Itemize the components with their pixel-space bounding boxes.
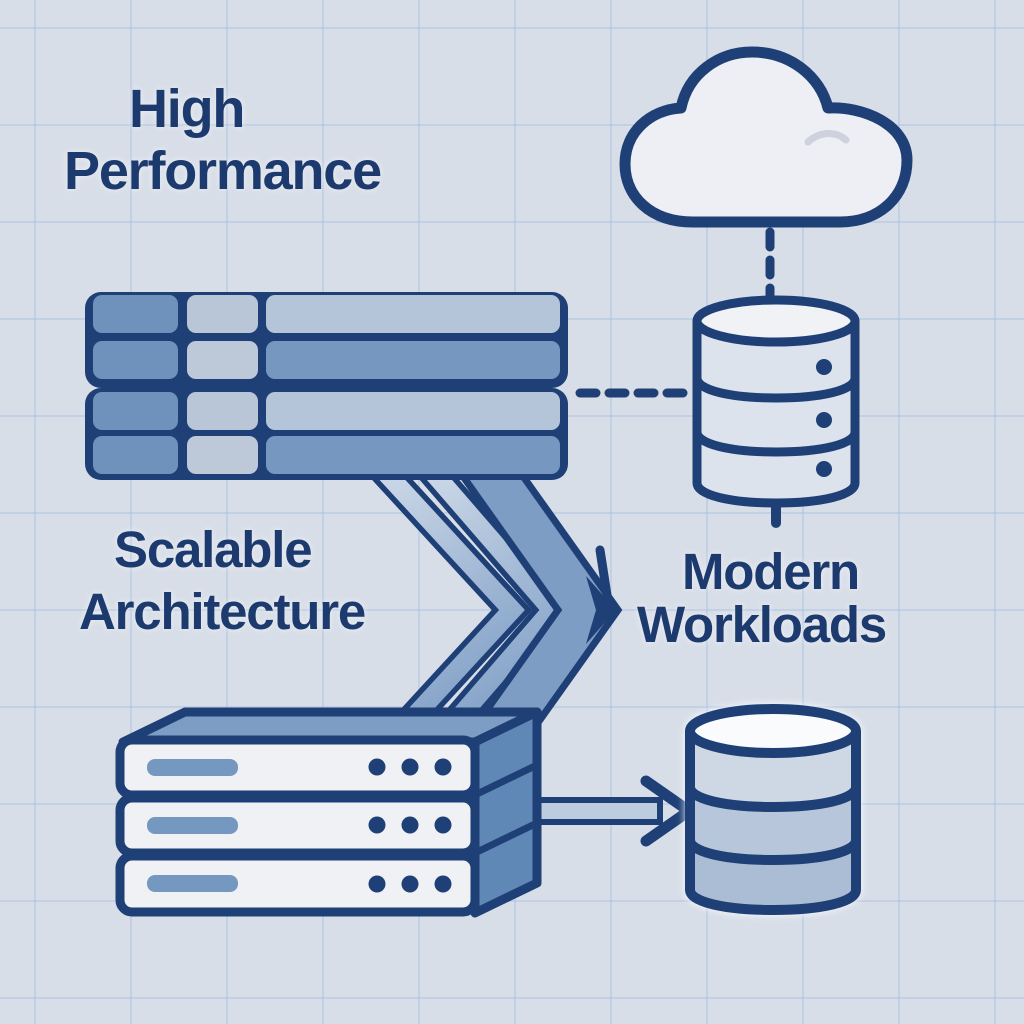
data-table-icon bbox=[85, 292, 568, 480]
server-rack-icon bbox=[115, 707, 542, 918]
label-scalable-architecture-line2: Architecture bbox=[79, 583, 366, 640]
server-led-dots bbox=[368, 758, 452, 893]
cloud-highlight bbox=[804, 130, 850, 146]
arrow-connector-server-to-database-icon bbox=[517, 775, 695, 847]
cloud-icon bbox=[619, 46, 913, 228]
database-cylinder-top-icon bbox=[692, 295, 860, 528]
label-scalable-architecture-line1: Scalable bbox=[114, 521, 313, 578]
label-modern-workloads-line2: Workloads bbox=[637, 596, 887, 653]
label-high-performance-line1: High bbox=[129, 79, 245, 139]
database-cylinder-bottom-icon bbox=[685, 704, 861, 915]
server-slot-bar bbox=[147, 759, 238, 776]
label-modern-workloads-line1: Modern bbox=[682, 543, 860, 600]
server-slot-bar bbox=[147, 817, 238, 834]
label-high-performance-line2: Performance bbox=[64, 141, 382, 201]
server-slot-bar bbox=[147, 875, 238, 892]
